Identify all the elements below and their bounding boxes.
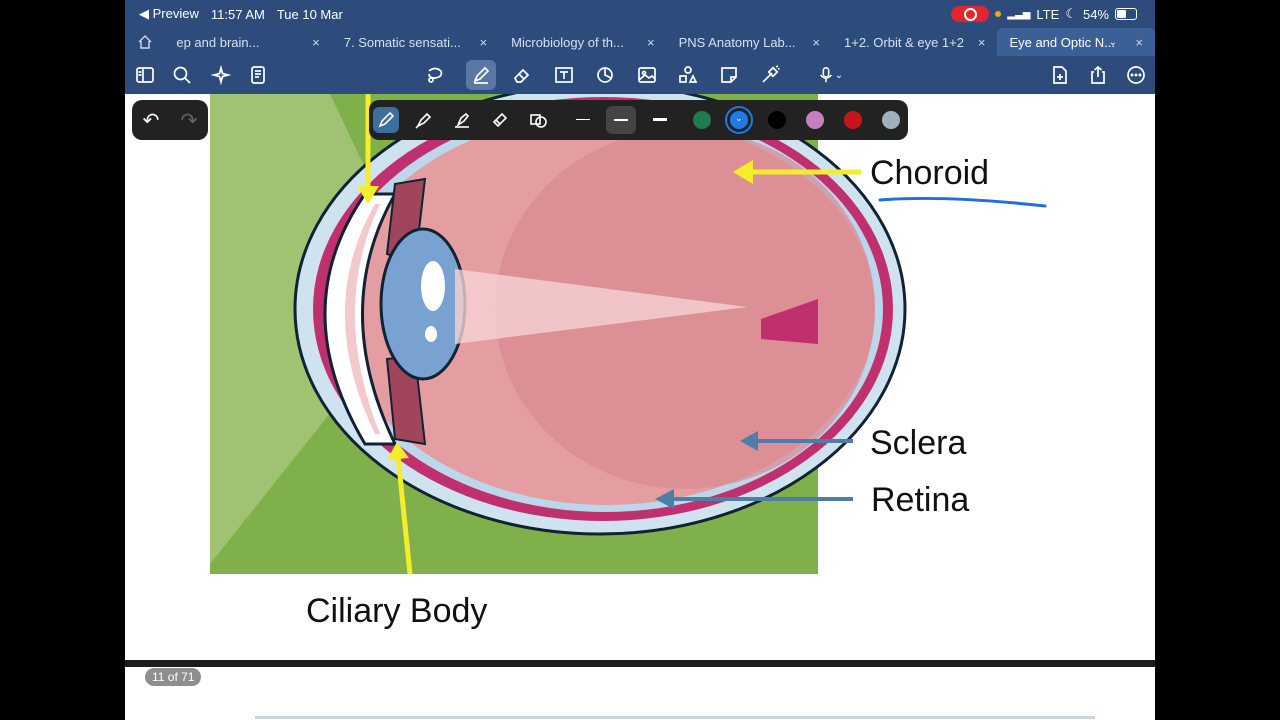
undo-redo-bar: ↶ ↷ (132, 100, 208, 140)
battery-percent: 54% (1082, 6, 1109, 22)
tab-5[interactable]: 1+2. Orbit & eye 1+2 × (832, 28, 997, 56)
color-red-swatch[interactable] (844, 111, 862, 129)
main-toolbar: ⌄ (125, 56, 1155, 94)
tab-strip: ep and brain... × 7. Somatic sensati... … (125, 28, 1155, 56)
tab-label: 1+2. Orbit & eye 1+2 (844, 34, 964, 50)
lasso-icon[interactable] (424, 64, 446, 86)
signal-icon: ▂▃▅ (1007, 8, 1031, 20)
color-gray-swatch[interactable] (882, 111, 900, 129)
search-icon[interactable] (171, 64, 193, 86)
chevron-down-icon[interactable]: ⌄ (1108, 36, 1117, 48)
share-icon[interactable] (1087, 64, 1109, 86)
page-indicator: 11 of 71 (145, 668, 202, 686)
home-tab[interactable] (125, 28, 164, 56)
tab-label: Microbiology of th... (511, 34, 624, 50)
tab-label: PNS Anatomy Lab... (678, 34, 796, 50)
document-settings-icon[interactable] (247, 64, 269, 86)
tab-label: 7. Somatic sensati... (343, 34, 461, 50)
more-options-icon[interactable] (1125, 64, 1147, 86)
eraser-icon[interactable] (511, 64, 533, 86)
elements-icon[interactable] (677, 64, 699, 86)
next-page[interactable] (125, 667, 1155, 720)
color-green-swatch[interactable] (693, 111, 711, 129)
text-box-icon[interactable] (553, 64, 575, 86)
tab-1[interactable]: ep and brain... × (164, 28, 331, 56)
close-tab-icon[interactable]: × (479, 34, 488, 50)
screen-record-icon[interactable] (951, 6, 990, 22)
pen-options-bar: ⌄ (369, 100, 908, 140)
tab-4[interactable]: PNS Anatomy Lab... × (667, 28, 832, 56)
close-tab-icon[interactable]: × (812, 34, 820, 50)
battery-icon (1115, 8, 1137, 20)
color-black-swatch[interactable] (768, 111, 786, 129)
close-tab-icon[interactable]: × (1135, 34, 1143, 50)
retina-label: Retina (871, 481, 970, 519)
pen-tool-icon[interactable] (466, 60, 496, 90)
tab-2[interactable]: 7. Somatic sensati... × (332, 28, 499, 56)
highlighter-icon[interactable] (487, 107, 513, 133)
chevron-down-icon: ⌄ (735, 113, 743, 123)
back-to-app-link[interactable]: ◀ Preview (139, 6, 199, 21)
microphone-dropdown-icon[interactable]: ⌄ (812, 64, 848, 86)
tab-3[interactable]: Microbiology of th... × (499, 28, 666, 56)
tab-label: Eye and Optic N... (1009, 34, 1115, 50)
close-tab-icon[interactable]: × (646, 34, 655, 50)
shapes-icon[interactable] (594, 64, 616, 86)
status-time: 11:57 AM (210, 6, 265, 22)
undo-icon[interactable]: ↶ (142, 109, 160, 132)
ai-sparkle-icon[interactable] (210, 64, 232, 86)
mic-indicator-icon (995, 11, 1002, 17)
home-icon (138, 35, 152, 49)
status-date: Tue 10 Mar (276, 6, 343, 22)
image-icon[interactable] (636, 64, 658, 86)
sclera-label: Sclera (870, 424, 967, 462)
ipad-screen: ◀ Preview 11:57 AM Tue 10 Mar ▂▃▅ LTE ☾ … (125, 0, 1155, 720)
fountain-pen-icon[interactable] (373, 107, 399, 133)
eye-anatomy-diagram (210, 94, 1047, 575)
redo-icon[interactable]: ↷ (180, 109, 198, 132)
color-blue-swatch-selected[interactable]: ⌄ (730, 111, 748, 129)
sidebar-icon[interactable] (134, 64, 156, 86)
add-page-icon[interactable] (1049, 64, 1071, 86)
network-type: LTE (1036, 6, 1060, 22)
close-tab-icon[interactable]: × (312, 34, 320, 50)
page-separator (125, 660, 1155, 667)
document-page[interactable]: Choroid Sclera Retina Ciliary Body (125, 94, 1155, 660)
ciliary-body-label: Ciliary Body (306, 592, 488, 630)
close-tab-icon[interactable]: × (977, 34, 986, 50)
thin-stroke-option[interactable] (576, 119, 590, 120)
sticky-note-icon[interactable] (718, 64, 740, 86)
choroid-label: Choroid (870, 154, 990, 192)
home-indicator[interactable] (255, 716, 1095, 719)
shape-recognition-icon[interactable] (525, 107, 551, 133)
medium-stroke-option-selected[interactable] (606, 106, 636, 134)
moon-icon: ☾ (1065, 6, 1077, 21)
tab-label: ep and brain... (176, 34, 260, 50)
ball-pen-icon[interactable] (411, 107, 437, 133)
laser-pointer-icon[interactable] (759, 64, 781, 86)
brush-pen-icon[interactable] (449, 107, 475, 133)
thick-stroke-option[interactable] (653, 118, 667, 121)
status-bar: ◀ Preview 11:57 AM Tue 10 Mar ▂▃▅ LTE ☾ … (125, 0, 1155, 28)
color-pink-swatch[interactable] (806, 111, 824, 129)
tab-6-active[interactable]: Eye and Optic N... ⌄ × (997, 28, 1155, 56)
